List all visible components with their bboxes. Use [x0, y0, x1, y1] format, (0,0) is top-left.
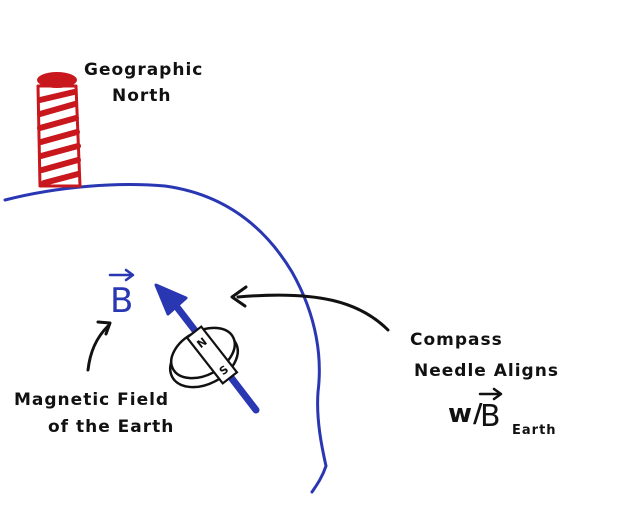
- magnetic-label-line1: Magnetic Field: [14, 390, 169, 410]
- compass-pointer-arrow: [230, 285, 390, 332]
- field-vector-label: B: [108, 268, 135, 321]
- compass-needle: N S: [185, 325, 239, 385]
- geographic-label-line2: North: [112, 86, 172, 106]
- compass: N S: [169, 325, 239, 389]
- compass-label-line2: Needle Aligns: [414, 361, 559, 381]
- compass-label-line1: Compass: [410, 330, 503, 350]
- pole-cap: [37, 72, 77, 88]
- earth-outline: [3, 183, 328, 494]
- magnetic-label-line2: of the Earth: [48, 417, 174, 437]
- geographic-label-line1: Geographic: [84, 60, 203, 80]
- north-pole-marker: [36, 72, 82, 188]
- magnetic-field-pointer-arrow: [86, 320, 112, 372]
- field-b-symbol: B: [110, 281, 133, 321]
- earth-field-vector-label: B: [478, 387, 503, 434]
- compass-label-b-symbol: B: [480, 399, 501, 434]
- compass-label-with: w/: [448, 399, 484, 429]
- pole-stripes: [37, 89, 81, 186]
- compass-label-earth-subscript: Earth: [512, 423, 557, 438]
